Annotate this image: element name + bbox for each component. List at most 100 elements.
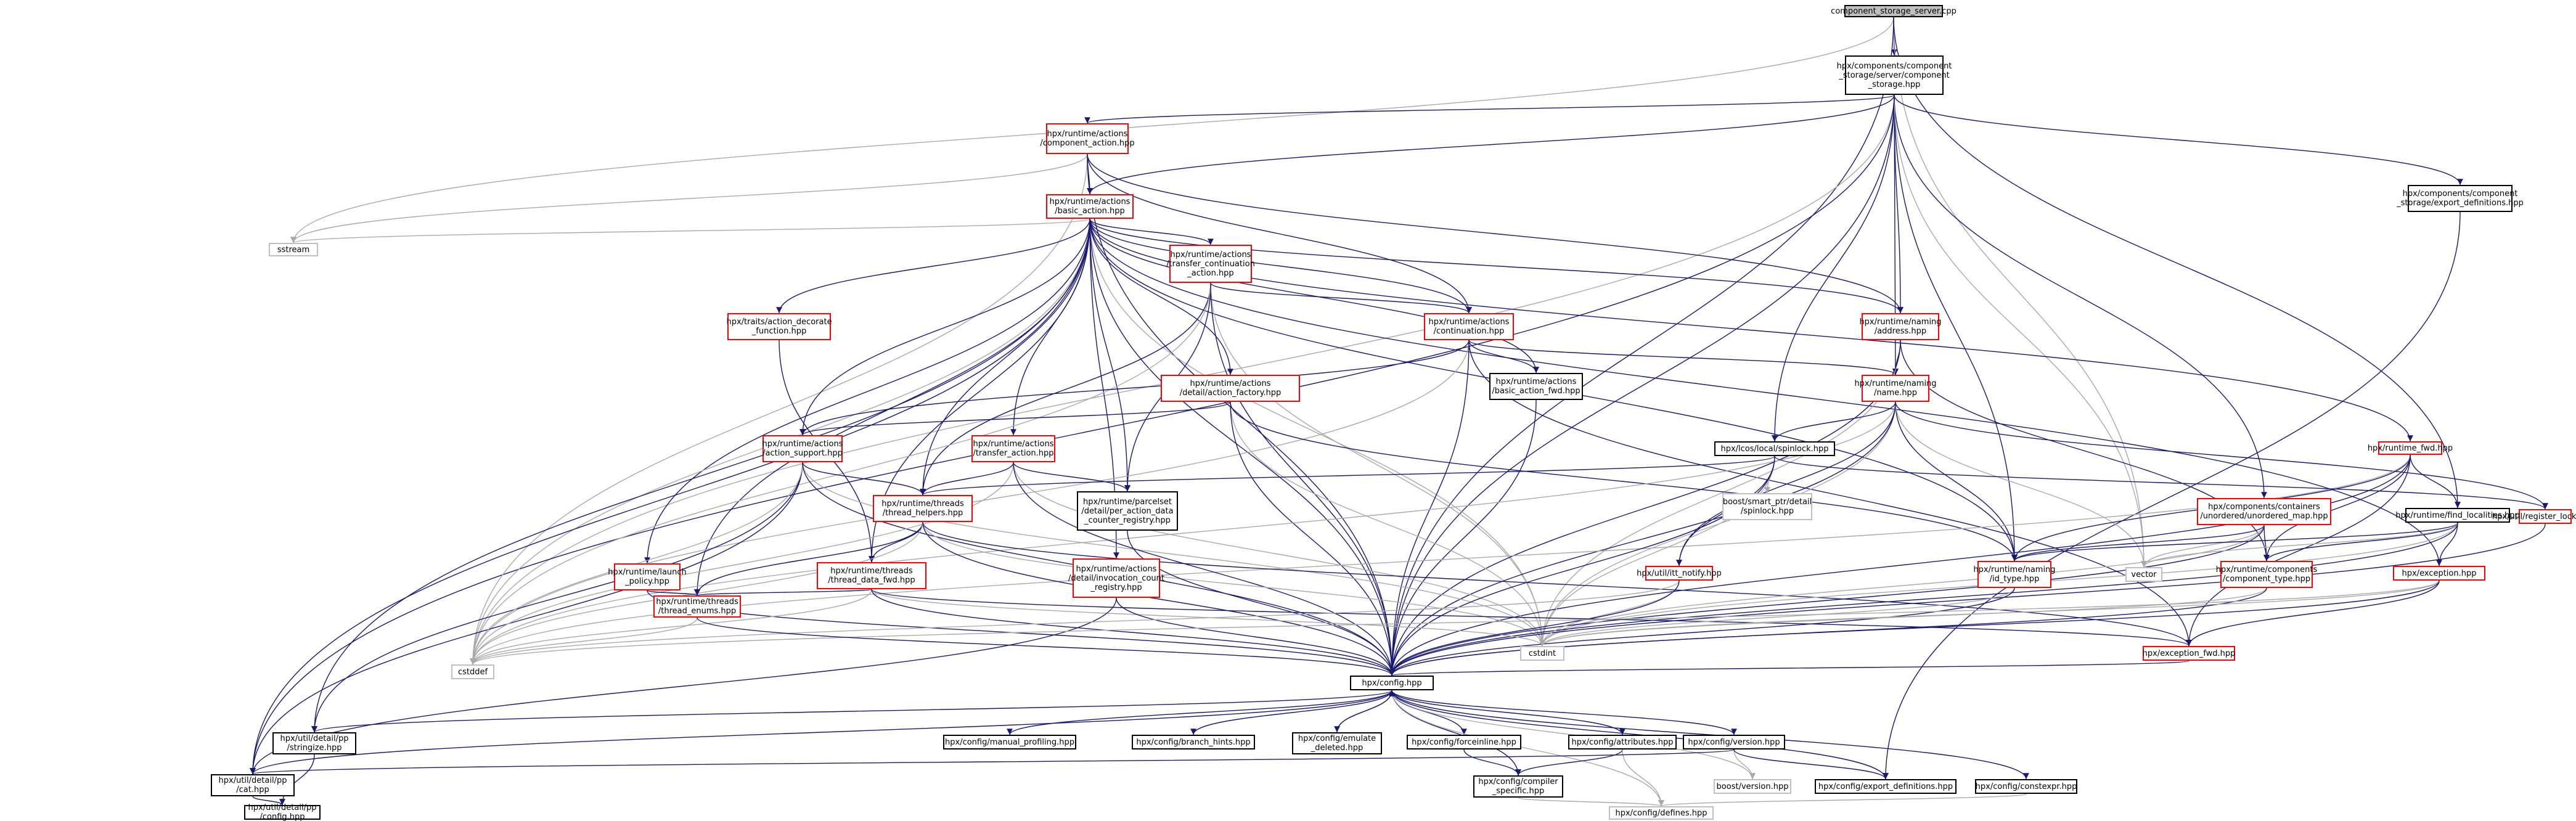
edge-exception-hpp-to-cstddef [470,580,2440,665]
node-thread-data-fwd-hpp[interactable]: hpx/runtime/threads /thread_data_fwd.hpp [817,562,926,589]
edge-config-hpp-to-branch-hints-hpp [1190,690,1392,735]
edge-unordered-map-hpp-to-component-type-hpp [2263,525,2270,562]
edge-component-storage-server-cpp-to-find-localities-hpp [1893,17,2461,509]
edge-forceinline-hpp-to-compiler-specific-hpp [1463,749,1521,776]
node-thread-enums-hpp[interactable]: hpx/runtime/threads /thread_enums.hpp [653,595,741,618]
edge-basic-action-hpp-to-action-factory-hpp [1089,218,1233,375]
node-spinlock-hpp[interactable]: hpx/lcos/local/spinlock.hpp [1714,441,1835,456]
edge-find-localities-hpp-to-config-hpp [1389,522,2458,676]
edge-basic-action-hpp-to-cstdint [1089,218,1545,647]
edge-find-localities-hpp-to-component-type-hpp [2263,522,2458,562]
edge-component-storage-hpp-to-export-definitions-component-hpp [1894,94,2463,186]
edge-transfer-continuation-action-hpp-to-cstdint [1210,282,1545,647]
node-continuation-hpp[interactable]: hpx/runtime/actions /continuation.hpp [1424,313,1514,340]
node-boost-spinlock-hpp: boost/smart_ptr/detail /spinlock.hpp [1722,493,1812,520]
edge-basic-action-hpp-to-address-hpp [1089,218,1903,314]
edge-component-action-hpp-to-sstream [290,153,1088,243]
node-id-type-hpp[interactable]: hpx/runtime/naming /id_type.hpp [1973,561,2056,588]
node-register-locks-hpp[interactable]: hpx/util/register_locks.hpp [2492,509,2576,524]
node-export-definitions-component-hpp[interactable]: hpx/components/component _storage/export… [2397,185,2524,212]
edge-thread-enums-hpp-to-config-hpp [697,617,1395,676]
node-find-localities-hpp[interactable]: hpx/runtime/find_localities.hpp [2395,508,2520,523]
edge-basic-action-hpp-to-continuation-hpp [1089,218,1472,314]
edge-component-action-hpp-to-address-hpp [1087,153,1903,314]
edge-transfer-continuation-action-hpp-to-cstddef [470,282,1211,665]
edge-attributes-hpp-to-compiler-specific-hpp [1515,749,1623,776]
node-unordered-map-hpp[interactable]: hpx/components/containers /unordered/uno… [2197,498,2331,525]
node-branch-hints-hpp[interactable]: hpx/config/branch_hints.hpp [1132,735,1255,750]
node-forceinline-hpp[interactable]: hpx/config/forceinline.hpp [1407,735,1521,750]
edge-name-hpp-to-register-locks-hpp [1895,401,2548,510]
node-manual-profiling-hpp[interactable]: hpx/config/manual_profiling.hpp [943,735,1076,750]
node-export-definitions-hpp[interactable]: hpx/config/export_definitions.hpp [1815,779,1957,794]
node-action-support-hpp[interactable]: hpx/runtime/actions /action_support.hpp [763,435,843,462]
node-action-decorate-function-hpp[interactable]: hpx/traits/action_decorate _function.hpp [726,313,832,340]
node-thread-helpers-hpp[interactable]: hpx/runtime/threads /thread_helpers.hpp [873,495,973,522]
edge-version-hpp-to-export-definitions-hpp [1733,749,1889,780]
edge-action-support-hpp-to-cstdint [802,462,1545,647]
edge-unordered-map-hpp-to-cstdint [1539,525,2265,647]
edge-component-storage-hpp-to-config-hpp [1389,94,1895,676]
edge-cat-hpp-to-pp-config-hpp [252,796,285,806]
edge-unordered-map-hpp-to-config-hpp [1389,525,2265,676]
node-runtime-fwd-hpp[interactable]: hpx/runtime_fwd.hpp [2368,441,2453,455]
node-exception-fwd-hpp[interactable]: hpx/exception_fwd.hpp [2143,646,2235,661]
edge-thread-data-fwd-hpp-to-cstddef [470,589,872,665]
edge-export-definitions-component-hpp-to-export-definitions-hpp [1883,211,2461,780]
node-emulate-deleted-hpp[interactable]: hpx/config/emulate _deleted.hpp [1292,732,1382,754]
edge-register-locks-hpp-to-config-hpp [1389,523,2546,676]
node-config-hpp[interactable]: hpx/config.hpp [1350,676,1434,690]
edge-version-hpp-to-boost-version-hpp [1733,749,1756,780]
node-component-storage-hpp[interactable]: hpx/components/component _storage/server… [1837,55,1952,95]
node-defines-hpp: hpx/config/defines.hpp [1609,806,1714,820]
edge-thread-helpers-hpp-to-thread-enums-hpp [694,521,923,596]
node-pp-config-hpp[interactable]: hpx/util/detail/pp /config.hpp [244,803,321,821]
node-transfer-action-hpp[interactable]: hpx/runtime/actions /transfer_action.hpp [971,435,1055,462]
node-action-factory-hpp[interactable]: hpx/runtime/actions /detail/action_facto… [1161,375,1300,402]
node-address-hpp[interactable]: hpx/runtime/naming /address.hpp [1859,313,1942,340]
edge-per-action-data-counter-registry-hpp-to-config-hpp [1127,530,1395,676]
edge-spinlock-hpp-to-config-hpp [1389,455,1775,676]
node-launch-policy-hpp[interactable]: hpx/runtime/launch _policy.hpp [608,563,687,590]
edge-emulate-deleted-hpp-to-config-hpp [1336,690,1395,733]
node-sstream: sstream [269,243,318,256]
edge-config-hpp-to-defines-hpp [1391,690,1664,807]
node-basic-action-hpp[interactable]: hpx/runtime/actions /basic_action.hpp [1046,194,1134,219]
edge-find-localities-hpp-to-id-type-hpp [2011,522,2458,562]
node-invocation-count-registry-hpp[interactable]: hpx/runtime/actions /detail/invocation_c… [1068,558,1164,598]
edge-launch-policy-hpp-to-config-hpp [647,590,1395,676]
node-basic-action-fwd-hpp[interactable]: hpx/runtime/actions /basic_action_fwd.hp… [1489,373,1583,400]
edge-thread-data-fwd-hpp-to-config-hpp [871,589,1395,676]
edge-address-hpp-to-name-hpp [1892,340,1901,375]
edge-continuation-hpp-to-name-hpp [1468,340,1899,375]
node-per-action-data-counter-registry-hpp[interactable]: hpx/runtime/parcelset /detail/per_action… [1077,491,1178,531]
node-stringize-hpp[interactable]: hpx/util/detail/pp /stringize.hpp [272,732,356,754]
edge-config-hpp-to-version-hpp [1391,690,1737,735]
node-transfer-continuation-action-hpp[interactable]: hpx/runtime/actions /transfer_continuati… [1166,245,1255,283]
edge-thread-helpers-hpp-to-config-hpp [922,521,1395,676]
edge-thread-enums-hpp-to-cstddef [470,617,698,665]
edge-component-storage-server-cpp-to-vector [1893,17,2147,568]
edge-transfer-action-hpp-to-cstdint [1013,462,1545,647]
node-exception-hpp[interactable]: hpx/exception.hpp [2393,566,2485,581]
node-name-hpp[interactable]: hpx/runtime/naming /name.hpp [1854,375,1937,402]
node-component-action-hpp[interactable]: hpx/runtime/actions /component_action.hp… [1040,123,1135,154]
edge-component-storage-hpp-to-id-type-hpp [1894,94,2018,562]
node-version-hpp[interactable]: hpx/config/version.hpp [1683,735,1785,750]
node-compiler-specific-hpp[interactable]: hpx/config/compiler _specific.hpp [1473,775,1563,798]
node-attributes-hpp[interactable]: hpx/config/attributes.hpp [1568,735,1677,750]
node-constexpr-hpp[interactable]: hpx/config/constexpr.hpp [1975,779,2077,794]
edge-exception-hpp-to-config-hpp [1389,580,2440,676]
edge-basic-action-fwd-hpp-to-config-hpp [1389,399,1537,676]
edge-constexpr-hpp-to-defines-hpp [1658,793,2027,807]
edge-action-factory-hpp-to-action-support-hpp [799,401,1231,436]
node-cat-hpp[interactable]: hpx/util/detail/pp /cat.hpp [211,774,295,796]
node-itt-notify-hpp[interactable]: hpx/util/itt_notify.hpp [1637,566,1722,581]
edge-transfer-action-hpp-to-cstddef [470,462,1014,665]
edge-exception-hpp-to-cstdint [1539,580,2440,647]
edge-action-factory-hpp-to-cstdint [1230,401,1545,647]
edge-transfer-continuation-action-hpp-to-continuation-hpp [1210,282,1472,314]
node-component-type-hpp[interactable]: hpx/runtime/components /component_type.h… [2216,561,2317,588]
